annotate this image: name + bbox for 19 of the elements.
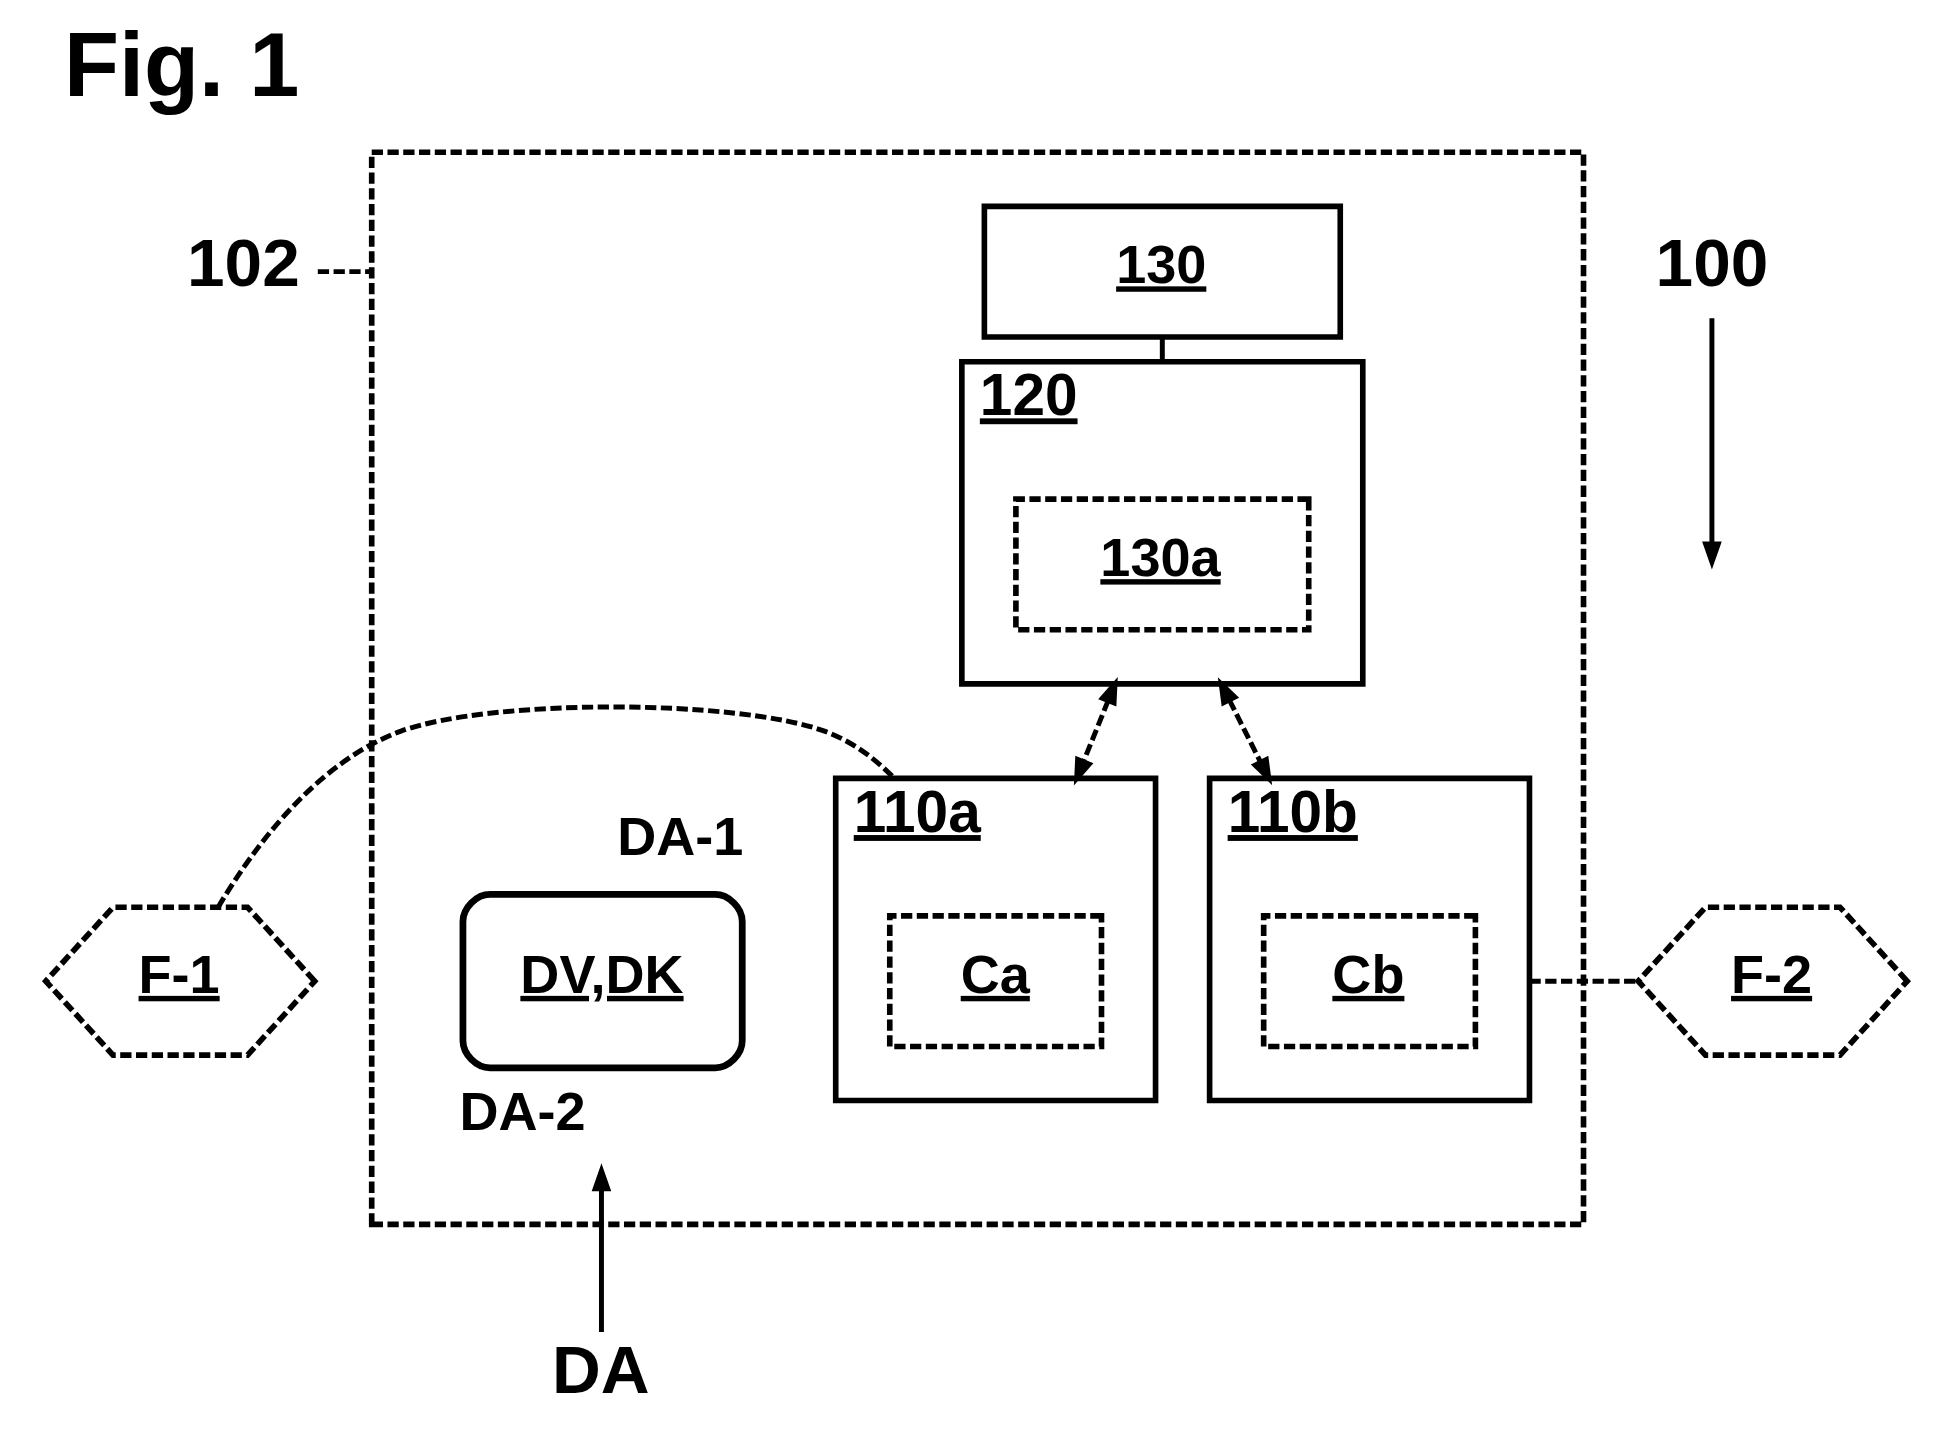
node-text: 100	[1655, 225, 1769, 301]
connector	[1159, 337, 1165, 362]
node-label: DA-1	[617, 806, 744, 867]
arrow	[1702, 318, 1722, 570]
node-box: Cb	[1260, 913, 1479, 1050]
arrow	[1073, 676, 1118, 786]
connector	[216, 704, 897, 909]
node-label: DA-2	[459, 1081, 586, 1142]
arrow	[1217, 677, 1273, 786]
node-box: Ca	[886, 913, 1105, 1050]
connector	[317, 269, 372, 275]
node-text: 102	[187, 225, 300, 301]
cluster	[368, 149, 1587, 1228]
node-text: DA	[551, 1332, 650, 1408]
diagram-title: Fig. 1	[64, 13, 300, 115]
arrow	[591, 1163, 612, 1332]
node-box: DV,DK	[459, 891, 746, 1072]
node-box: 130	[981, 203, 1344, 340]
node-box: 130a	[1013, 496, 1312, 633]
